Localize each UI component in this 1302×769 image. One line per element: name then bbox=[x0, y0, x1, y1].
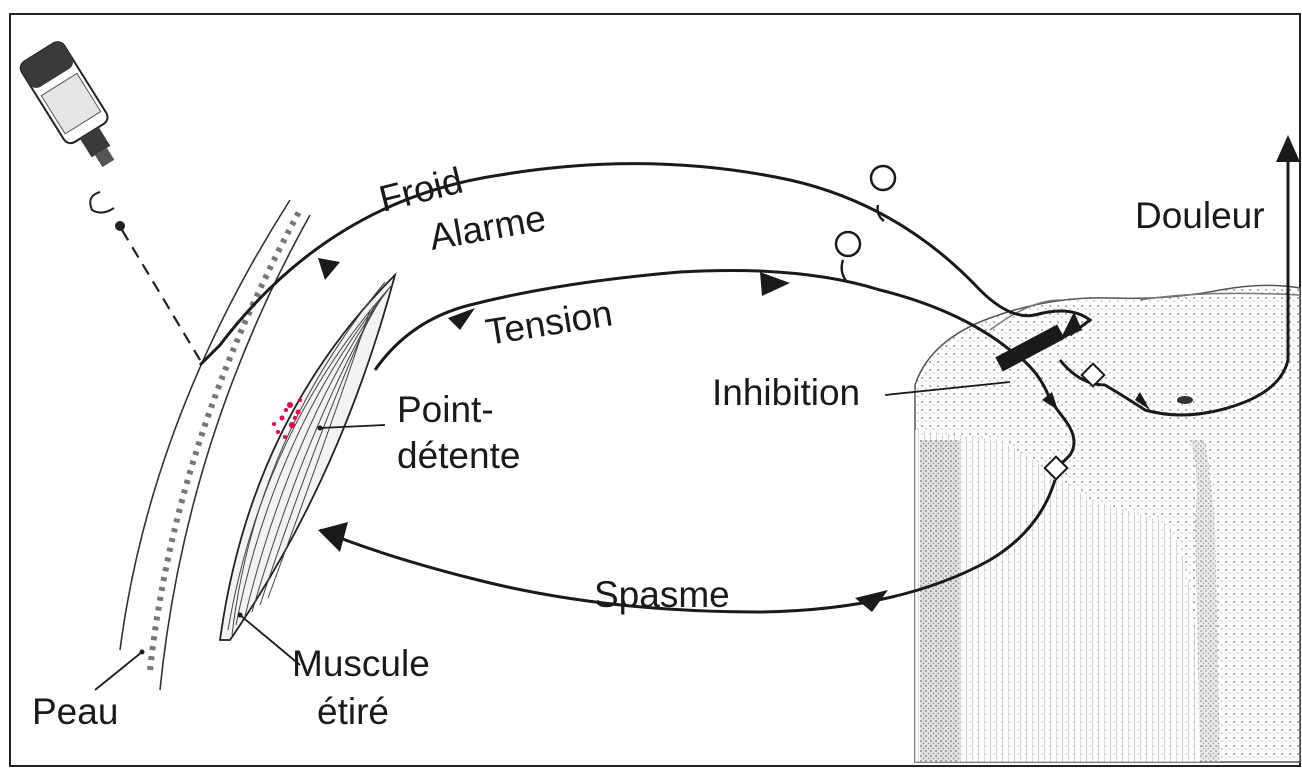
spinal-cord-cross-section bbox=[915, 285, 1300, 762]
label-point-line2: détente bbox=[397, 435, 520, 476]
label-spasme: Spasme bbox=[594, 574, 730, 615]
muscle-bundle bbox=[220, 275, 395, 640]
label-inhibition: Inhibition bbox=[712, 372, 860, 413]
spray-bottle-icon bbox=[18, 39, 130, 231]
label-froid: Froid bbox=[375, 160, 467, 220]
leader-muscule bbox=[240, 615, 300, 665]
arrowhead-tension-2 bbox=[760, 272, 790, 296]
leader-peau bbox=[95, 652, 142, 690]
spray-jet bbox=[122, 230, 200, 360]
label-peau: Peau bbox=[32, 691, 118, 732]
ganglion-froid bbox=[871, 166, 895, 190]
label-muscule-line1: Muscule bbox=[292, 643, 430, 684]
label-point-line1: Point- bbox=[397, 389, 494, 430]
arrowhead-douleur bbox=[1276, 135, 1300, 162]
label-alarme: Alarme bbox=[426, 197, 549, 258]
arrowhead-spasme-end bbox=[318, 522, 348, 552]
arrowhead-froid bbox=[318, 258, 340, 280]
label-douleur: Douleur bbox=[1135, 195, 1265, 236]
ganglion-tension bbox=[836, 232, 860, 256]
label-muscule-line2: étiré bbox=[317, 691, 389, 732]
arrowhead-spasme-mid bbox=[855, 590, 888, 612]
label-tension: Tension bbox=[483, 292, 615, 352]
